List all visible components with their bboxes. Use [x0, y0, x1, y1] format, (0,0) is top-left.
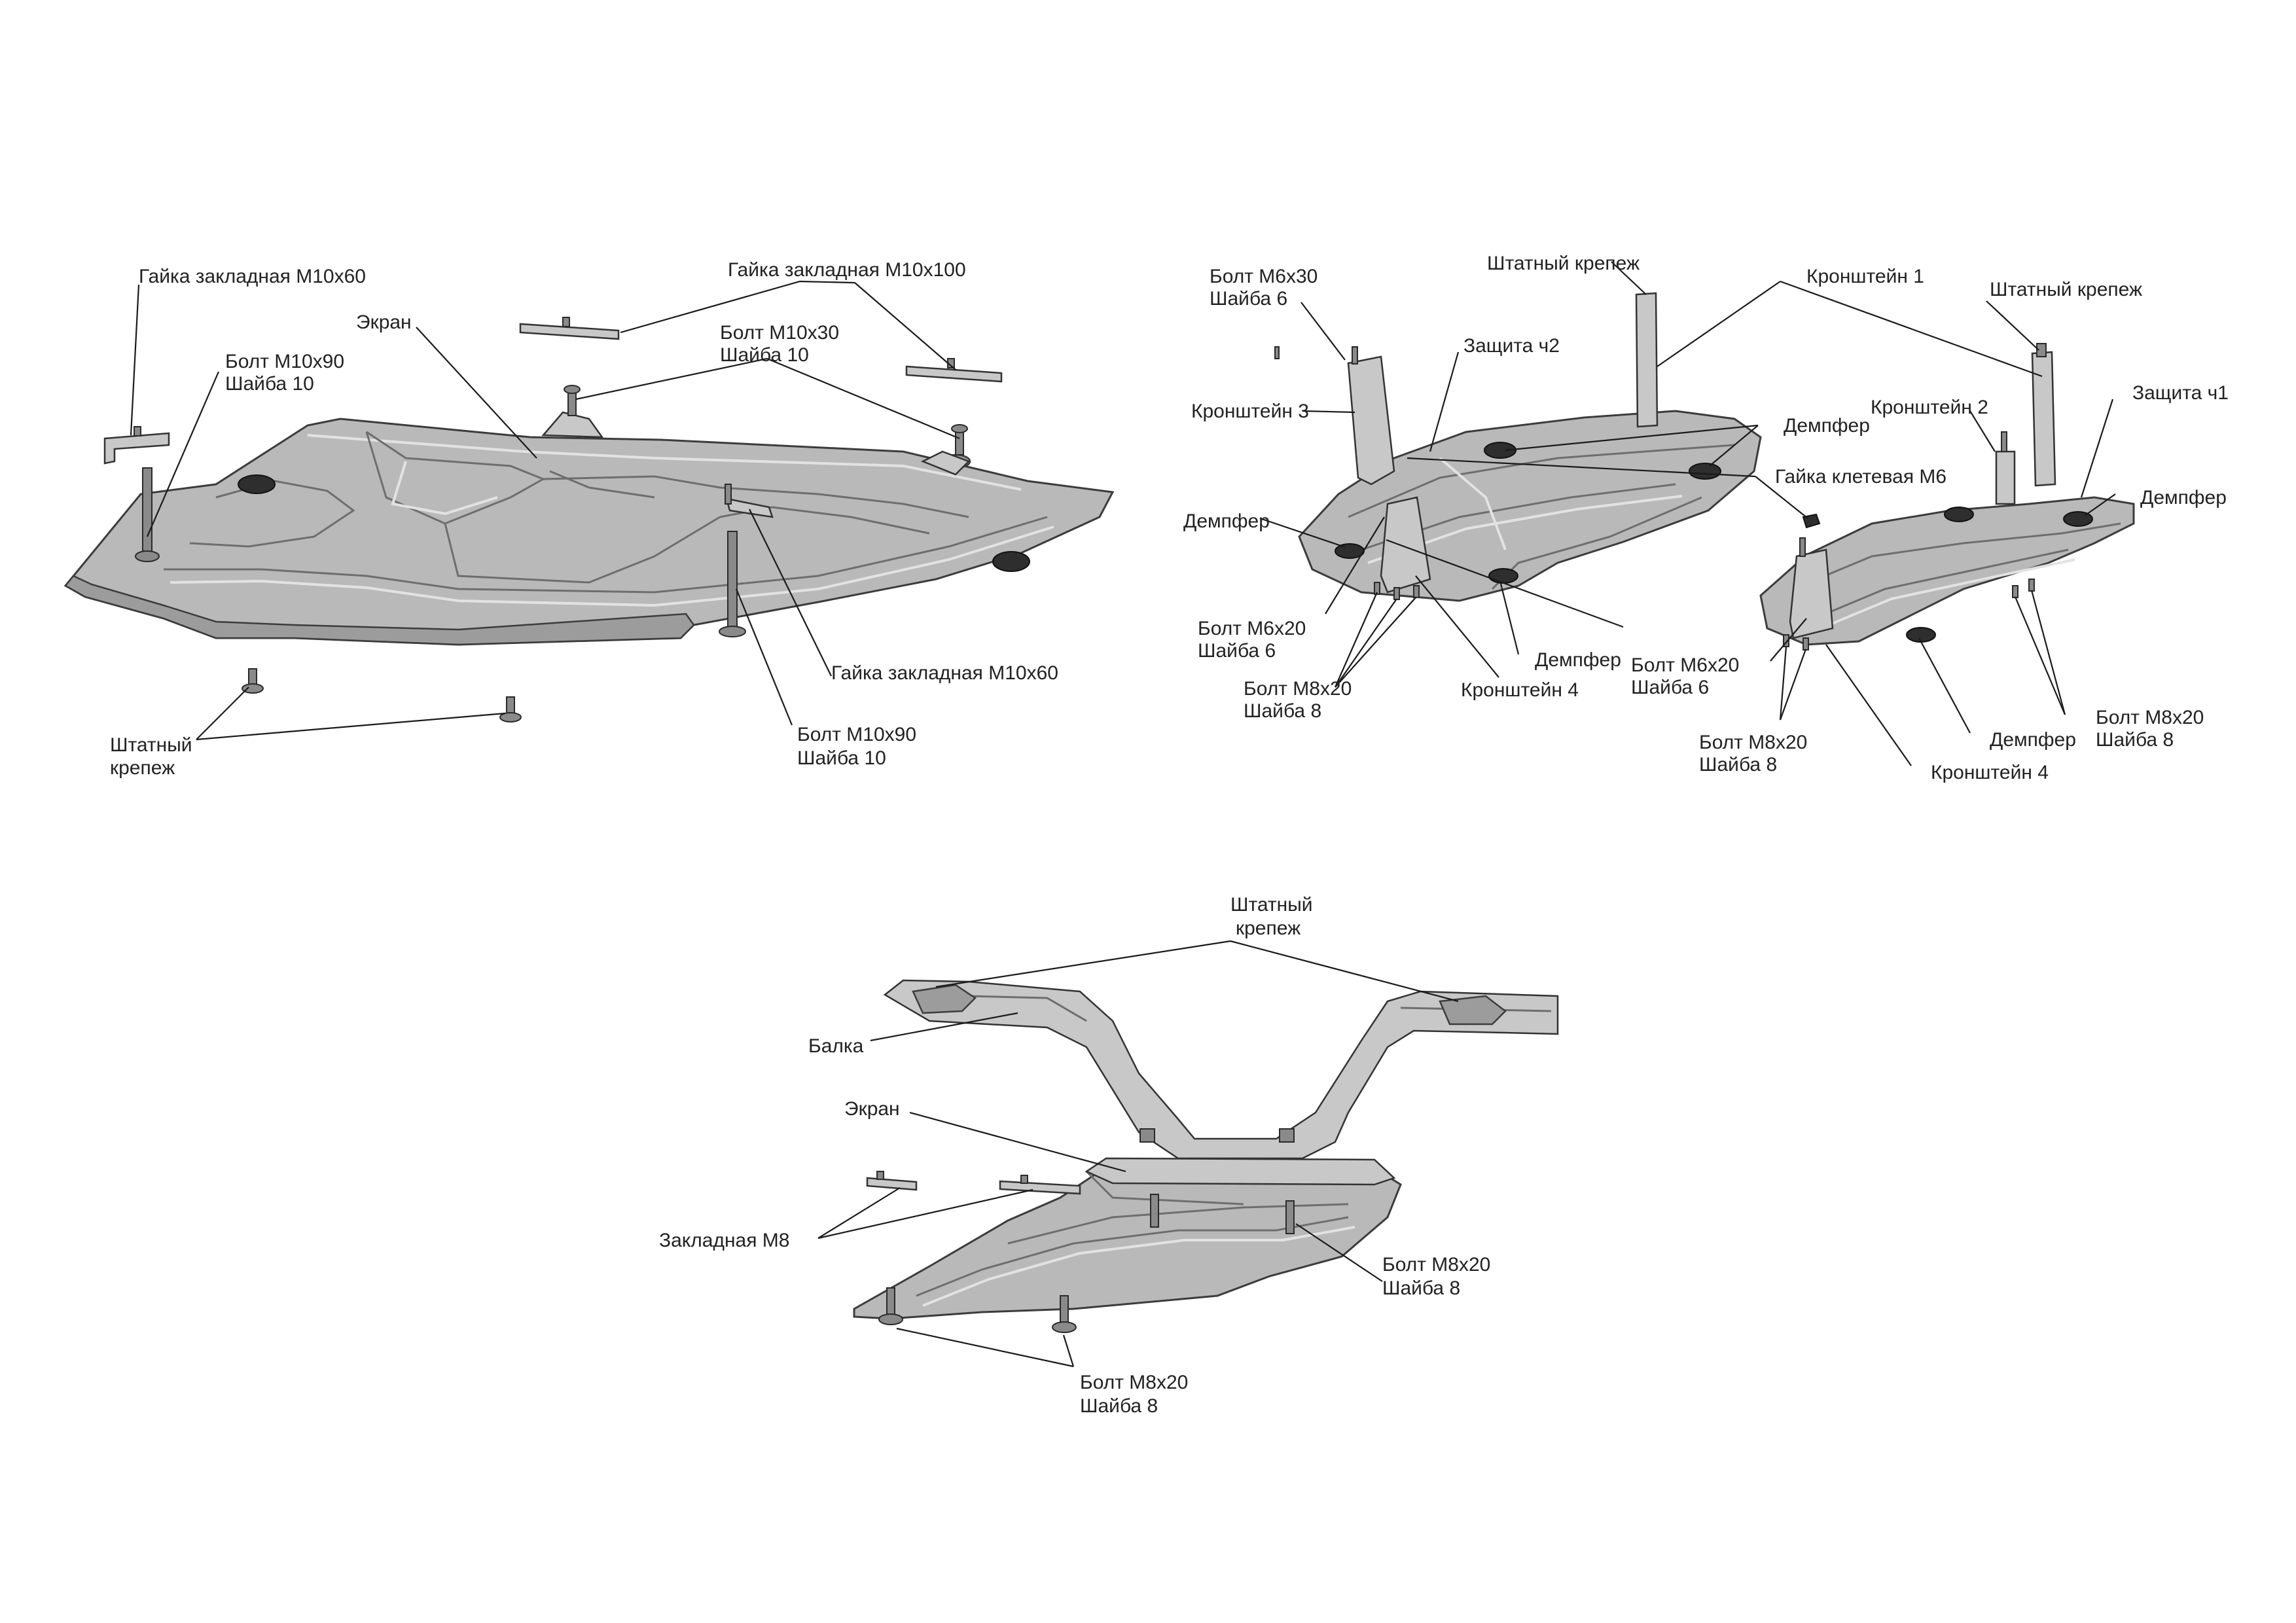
bracket-2 [2031, 351, 2056, 487]
label-washer-10-top: Шайба 10 [720, 344, 809, 366]
label-bolt-m8x20-c-right: Болт М8х20 [1382, 1254, 1490, 1275]
label-standard-fastener-c-line2: крепеж [1236, 918, 1300, 939]
standard-fastener-a-2 [499, 696, 522, 722]
label-bolt-m8x20-c-bottom: Болт М8х20 [1080, 1372, 1188, 1393]
bolt-m8x20-screen-a [1150, 1194, 1159, 1228]
label-standard-fastener-b-left: Штатный крепеж [1487, 253, 1640, 274]
bolt-m8x20-screen-b [1285, 1200, 1295, 1234]
label-damper-left: Демпфер [1183, 510, 1270, 532]
standard-fastener-a-1 [242, 668, 264, 694]
engine-shield-damper-right [992, 551, 1030, 572]
bolt-m8x20-bottom-a [878, 1287, 903, 1325]
label-bracket-4-right: Кронштейн 4 [1931, 762, 2049, 783]
screen-c [853, 1167, 1402, 1320]
label-bolt-m10x30: Болт М10х30 [720, 322, 839, 344]
label-beam: Балка [808, 1035, 864, 1057]
label-standard-fastener-b-right: Штатный крепеж [1990, 279, 2142, 300]
bracket-3 [1347, 355, 1395, 486]
label-washer-6-left: Шайба 6 [1198, 640, 1276, 662]
protection-part-1-plate [1759, 496, 2135, 646]
bolt-m8x20-bottom-b [1052, 1295, 1077, 1333]
label-washer-10-left: Шайба 10 [225, 373, 314, 395]
label-bracket-2: Кронштейн 2 [1871, 397, 1988, 418]
label-washer-8-left: Шайба 8 [1244, 700, 1321, 722]
label-screen-c: Экран [844, 1098, 900, 1120]
engine-shield-front-lip [64, 575, 695, 646]
protection-part-2-damper-d [1488, 568, 1518, 584]
assembly-protection-two-part: Болт М6х30 Шайба 6 Штатный крепеж Кроншт… [1183, 253, 2229, 783]
label-protection-part-1: Защита ч1 [2132, 382, 2229, 404]
label-washer-10-bottom: Шайба 10 [797, 747, 886, 769]
embedded-nut-m10x60-right [725, 497, 774, 518]
protection-part-1-damper-a [1944, 507, 1974, 522]
label-bolt-m6x30: Болт М6х30 [1210, 266, 1318, 287]
label-bolt-m8x20-left: Болт М8х20 [1244, 678, 1352, 700]
label-bracket-4-left: Кронштейн 4 [1461, 679, 1579, 701]
label-cage-nut-m6: Гайка клетевая М6 [1775, 466, 1946, 488]
label-damper-top: Демпфер [1784, 415, 1870, 437]
label-bolt-m8x20-mid: Болт М8х20 [1699, 732, 1807, 753]
label-embedded-nut-m10x60-right: Гайка закладная М10х60 [831, 662, 1058, 684]
label-damper-mid: Демпфер [1535, 649, 1621, 671]
assembly-beam-screen: Штатный крепеж Балка Экран Закладная М8 … [659, 894, 1559, 1417]
bolt-m10x90-bottom [727, 531, 738, 630]
protection-part-1-damper-c [1906, 627, 1936, 643]
label-insert-m8: Закладная М8 [659, 1230, 789, 1251]
label-washer-6-right: Шайба 6 [1631, 677, 1709, 698]
insert-m8-b [999, 1180, 1081, 1195]
embedded-nut-m10x60-left [103, 432, 170, 465]
label-bolt-m6x20-right: Болт М6х20 [1631, 654, 1739, 676]
label-bolt-m10x90-bottom: Болт М10х90 [797, 724, 916, 745]
protection-part-2-damper-a [1484, 442, 1516, 459]
label-standard-fastener-a-line1: Штатный [110, 734, 192, 756]
bolt-m10x90-left [142, 467, 152, 554]
embedded-nut-m10x100-a [519, 323, 620, 340]
bracket-1 [1635, 292, 1659, 428]
label-washer-8-c-bottom: Шайба 8 [1080, 1395, 1158, 1417]
label-embedded-nut-m10x60-left: Гайка закладная М10х60 [139, 266, 366, 287]
label-bolt-m8x20-right: Болт М8х20 [2096, 707, 2204, 728]
label-standard-fastener-a-line2: крепеж [110, 757, 175, 779]
engine-shield-damper-left [238, 474, 276, 494]
label-damper-bottom: Демпфер [1990, 729, 2076, 751]
label-bracket-1: Кронштейн 1 [1806, 266, 1924, 287]
label-standard-fastener-c-line1: Штатный [1230, 894, 1313, 916]
label-washer-8-right: Шайба 8 [2096, 729, 2174, 751]
label-washer-8-c-right: Шайба 8 [1382, 1277, 1460, 1299]
bracket-4-right [1789, 548, 1834, 639]
label-damper-right: Демпфер [2140, 487, 2227, 508]
label-washer-8-mid: Шайба 8 [1699, 754, 1777, 776]
label-bolt-m10x90-left: Болт М10х90 [225, 351, 344, 372]
bracket-4-left [1380, 496, 1431, 594]
label-bolt-m6x20-left: Болт М6х20 [1198, 618, 1306, 639]
label-screen-a: Экран [356, 312, 412, 333]
label-bracket-3: Кронштейн 3 [1191, 401, 1309, 422]
assembly-engine-shield: Гайка закладная М10х60 Экран Гайка закла… [63, 259, 1115, 779]
label-washer-6-top: Шайба 6 [1210, 288, 1287, 310]
label-embedded-nut-m10x100: Гайка закладная М10х100 [728, 259, 966, 281]
label-protection-part-2: Защита ч2 [1463, 335, 1560, 357]
protection-part-2-damper-b [1689, 463, 1721, 480]
insert-m8-a [866, 1177, 918, 1191]
embedded-nut-m10x100-b [905, 365, 1003, 383]
